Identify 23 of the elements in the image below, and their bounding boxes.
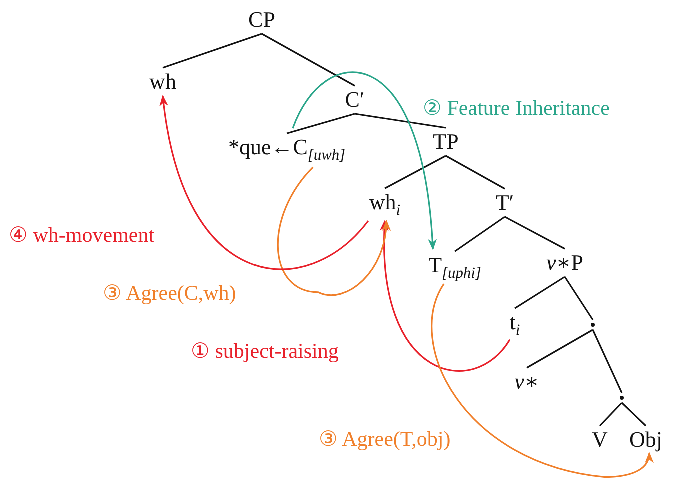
- tree-branch: [162, 33, 262, 69]
- tree-branch: [526, 329, 594, 369]
- tree-branch: [599, 402, 623, 427]
- arrow: [277, 166, 390, 296]
- tree-branch: [262, 33, 356, 87]
- branch-point: [591, 323, 595, 327]
- tree-branch: [504, 216, 566, 250]
- tree-branch: [354, 113, 446, 129]
- tree-branch: [592, 330, 623, 394]
- tree-branch: [564, 276, 594, 320]
- arrow: [160, 95, 370, 270]
- tree-node-label: Obj: [628, 429, 664, 451]
- tree-branch: [384, 155, 446, 190]
- tree-branch: [286, 113, 356, 134]
- tree-branch: [454, 216, 506, 252]
- branch-point: [620, 396, 624, 400]
- tree-branch: [514, 276, 566, 310]
- arrow: [380, 220, 511, 372]
- tree-branch: [621, 402, 647, 427]
- tree-node-label: *que←C$_{[uwh]}$: [227, 136, 347, 164]
- arrow: [432, 284, 654, 478]
- tree-branch: [446, 155, 506, 190]
- arrow: [292, 72, 437, 250]
